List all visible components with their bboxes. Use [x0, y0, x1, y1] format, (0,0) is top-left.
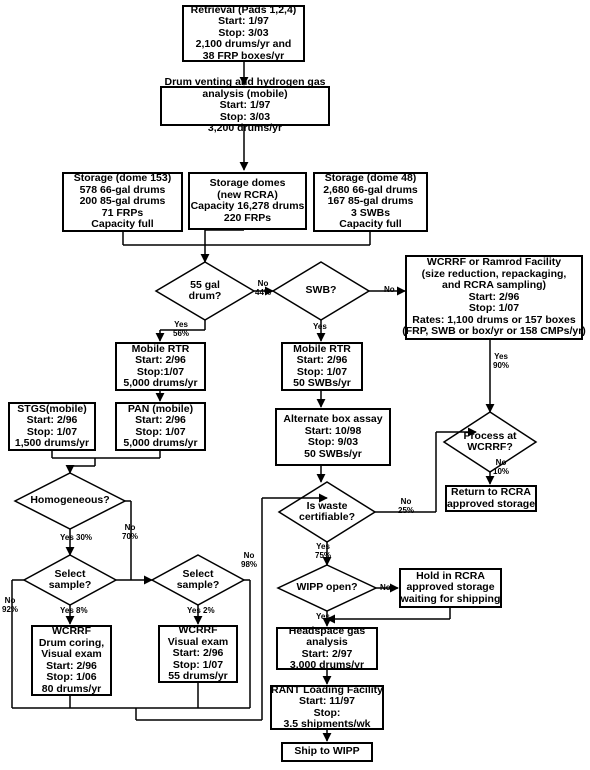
wcrrf-ramrod-box: WCRRF or Ramrod Facility(size reduction,… [402, 255, 586, 340]
label-yes-wipp: Yes [316, 612, 330, 621]
label-no-swb: No [384, 285, 395, 294]
decision-swb: SWB? [305, 284, 337, 297]
decision-homogeneous: Homogeneous? [30, 494, 110, 507]
storage-domes-new-rcra-box: Storage domes(new RCRA)Capacity 16,278 d… [188, 172, 307, 230]
label-yes-8: Yes 8% [60, 606, 88, 615]
decision-wipp-open: WIPP open? [296, 581, 358, 594]
label-yes-swb: Yes [313, 322, 327, 331]
label-yes-30: Yes 30% [60, 533, 93, 542]
ship-to-wipp-box: Ship to WIPP [281, 742, 373, 762]
label-no-wipp: No [380, 583, 391, 592]
label-yes-2: Yes 2% [187, 606, 215, 615]
